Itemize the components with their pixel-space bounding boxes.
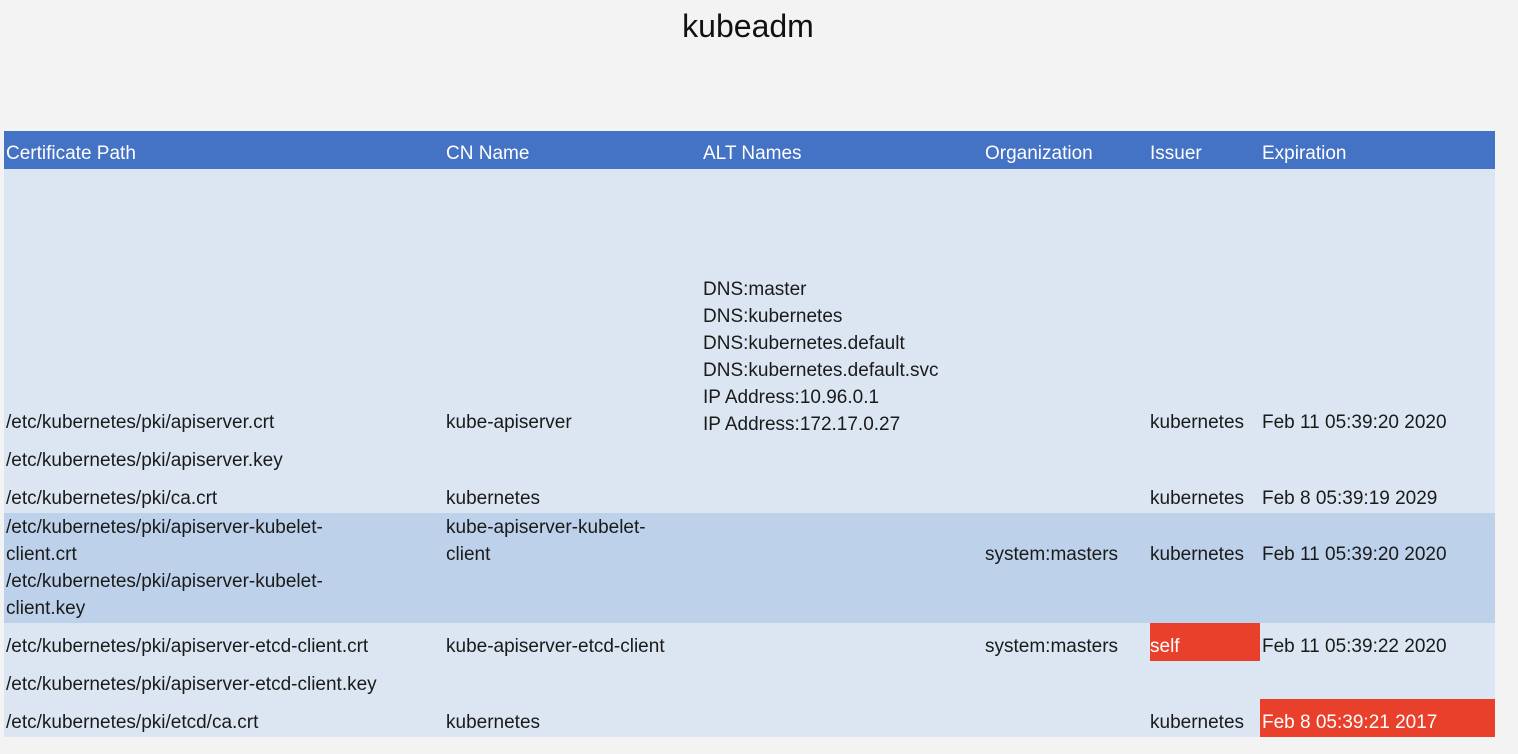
table-header-row: Certificate Path CN Name ALT Names Organ… bbox=[4, 131, 1495, 169]
cert-path-line: client.key bbox=[6, 598, 86, 619]
alt-name: DNS:kubernetes.default.svc bbox=[703, 360, 939, 381]
table-row-group-apiserver: DNS:master DNS:kubernetes DNS:kubernetes… bbox=[4, 169, 1495, 513]
cert-path: /etc/kubernetes/pki/apiserver.key bbox=[6, 450, 283, 471]
issuer-highlight: self bbox=[1150, 623, 1260, 661]
issuer: kubernetes bbox=[1150, 412, 1245, 433]
cn-name-line: kube-apiserver-kubelet- bbox=[446, 517, 646, 538]
cn-name: kube-apiserver-kubelet- client bbox=[446, 514, 646, 568]
column-header-issuer: Issuer bbox=[1150, 143, 1202, 164]
cert-path: /etc/kubernetes/pki/apiserver.crt bbox=[6, 412, 275, 433]
cert-path-line: client.crt bbox=[6, 544, 77, 565]
expiration-highlight: Feb 8 05:39:21 2017 bbox=[1260, 699, 1495, 737]
column-header-alt-names: ALT Names bbox=[703, 143, 802, 164]
cn-name: kube-apiserver-etcd-client bbox=[446, 636, 665, 657]
table-row-group-kubelet-client: /etc/kubernetes/pki/apiserver-kubelet- c… bbox=[4, 513, 1495, 623]
organization: system:masters bbox=[985, 544, 1119, 565]
cn-name: kubernetes bbox=[446, 712, 541, 733]
cn-name: kubernetes bbox=[446, 488, 541, 509]
expiration: Feb 11 05:39:20 2020 bbox=[1262, 544, 1447, 565]
expiration: Feb 8 05:39:21 2017 bbox=[1262, 712, 1438, 733]
cn-name-line: client bbox=[446, 544, 491, 565]
certificate-table: Certificate Path CN Name ALT Names Organ… bbox=[4, 131, 1495, 737]
page-title: kubeadm bbox=[682, 8, 814, 44]
column-header-organization: Organization bbox=[985, 143, 1093, 164]
alt-name: IP Address:10.96.0.1 bbox=[703, 387, 880, 408]
expiration: Feb 11 05:39:22 2020 bbox=[1262, 636, 1447, 657]
issuer: kubernetes bbox=[1150, 712, 1245, 733]
column-header-certificate-path: Certificate Path bbox=[6, 143, 136, 164]
cert-path: /etc/kubernetes/pki/apiserver-etcd-clien… bbox=[6, 636, 369, 657]
alt-name: DNS:kubernetes.default bbox=[703, 333, 905, 354]
table-row-group-etcd: /etc/kubernetes/pki/apiserver-etcd-clien… bbox=[4, 623, 1495, 737]
issuer: self bbox=[1150, 636, 1180, 657]
alt-names-list: DNS:master DNS:kubernetes DNS:kubernetes… bbox=[703, 276, 939, 438]
alt-name: DNS:master bbox=[703, 279, 807, 300]
cert-path: /etc/kubernetes/pki/etcd/ca.crt bbox=[6, 712, 259, 733]
expiration: Feb 8 05:39:19 2029 bbox=[1262, 488, 1438, 509]
alt-name: IP Address:172.17.0.27 bbox=[703, 414, 901, 435]
expiration: Feb 11 05:39:20 2020 bbox=[1262, 412, 1447, 433]
cert-path-line: /etc/kubernetes/pki/apiserver-kubelet- bbox=[6, 571, 323, 592]
cert-path: /etc/kubernetes/pki/apiserver-kubelet- c… bbox=[6, 514, 323, 622]
cn-name: kube-apiserver bbox=[446, 412, 572, 433]
organization: system:masters bbox=[985, 636, 1119, 657]
issuer: kubernetes bbox=[1150, 488, 1245, 509]
column-header-cn-name: CN Name bbox=[446, 143, 530, 164]
column-header-expiration: Expiration bbox=[1262, 143, 1347, 164]
cert-path: /etc/kubernetes/pki/ca.crt bbox=[6, 488, 218, 509]
cert-path-line: /etc/kubernetes/pki/apiserver-kubelet- bbox=[6, 517, 323, 538]
issuer: kubernetes bbox=[1150, 544, 1245, 565]
cert-path: /etc/kubernetes/pki/apiserver-etcd-clien… bbox=[6, 674, 377, 695]
alt-name: DNS:kubernetes bbox=[703, 306, 843, 327]
